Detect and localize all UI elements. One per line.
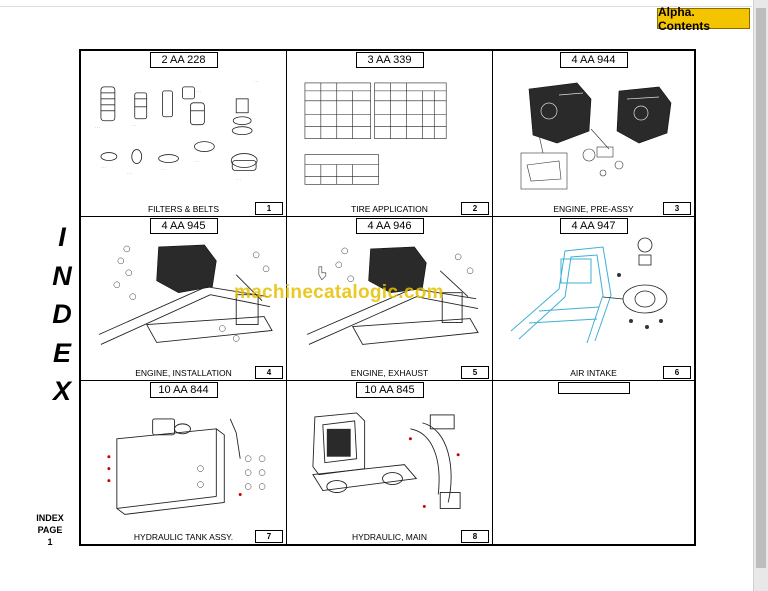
- cell-page-number: 4: [255, 366, 283, 379]
- page-label-line: PAGE: [37, 525, 63, 535]
- air-intake-illustration: [510, 237, 668, 344]
- filters-belts-illustration: · · · · · · · · · · · · · · · · · · · · · · · …: [95, 80, 259, 181]
- part-code: 10 AA 844: [149, 382, 218, 398]
- vertical-scrollbar[interactable]: [753, 0, 768, 591]
- cell-page-number: 8: [461, 530, 489, 543]
- index-cell-tire-application[interactable]: 3 AA 339 TIRE APPLICATION 2: [287, 51, 493, 217]
- index-letter: I: [58, 222, 66, 252]
- cell-caption: ENGINE, EXHAUST: [350, 368, 429, 378]
- index-vertical-title: I N D E X: [46, 218, 78, 411]
- index-cell-engine-pre-assy[interactable]: 4 AA 944 ENGINE, PRE-ASSY 3: [493, 51, 694, 217]
- part-code-empty: [557, 382, 630, 394]
- index-letter: X: [52, 376, 71, 406]
- part-code: 10 AA 845: [355, 382, 424, 398]
- part-code: 4 AA 946: [355, 218, 424, 234]
- part-code: 3 AA 339: [355, 52, 424, 68]
- index-cell-hydraulic-tank-assy[interactable]: 10 AA 844 HYDRAULIC TANK ASSY. 7: [81, 381, 287, 544]
- cell-caption: ENGINE, INSTALLATION: [135, 368, 232, 378]
- index-cell-engine-installation[interactable]: 4 AA 945 ENGINE, INSTALLATION 4: [81, 217, 287, 381]
- index-cell-hydraulic-main[interactable]: 10 AA 845 HYDRAULIC, MAIN 8: [287, 381, 493, 544]
- index-cell-filters-belts[interactable]: 2 AA 228 · · ·· · ·· · ·· · · · · ·· · ·…: [81, 51, 287, 217]
- cell-caption: AIR INTAKE: [570, 368, 617, 378]
- hydraulic-main-illustration: [312, 412, 461, 509]
- svg-text:· · ·: · · ·: [196, 90, 201, 94]
- cell-page-number: 1: [255, 202, 283, 215]
- engine-pre-assy-illustration: [520, 82, 672, 190]
- part-code: 4 AA 944: [559, 52, 628, 68]
- svg-text:· · ·: · · ·: [161, 167, 166, 171]
- engine-exhaust-illustration: [306, 246, 479, 345]
- svg-text:· · ·: · · ·: [95, 126, 100, 130]
- page-label-line: INDEX: [36, 513, 64, 523]
- index-cell-engine-exhaust[interactable]: 4 AA 946 ENGINE, EXHAUST 5: [287, 217, 493, 381]
- svg-text:· · ·: · · ·: [194, 160, 199, 164]
- top-divider: [0, 6, 752, 7]
- cell-page-number: 3: [663, 202, 691, 215]
- alpha-contents-button[interactable]: Alpha. Contents: [657, 5, 750, 33]
- cell-caption: HYDRAULIC, MAIN: [351, 532, 428, 542]
- svg-text:· · ·: · · ·: [127, 171, 132, 175]
- watermark-text: machinecatalogic.com: [234, 282, 444, 303]
- part-code: 4 AA 947: [559, 218, 628, 234]
- engine-installation-illustration: [98, 244, 273, 345]
- tire-application-table-illustration: [304, 82, 447, 185]
- scrollbar-thumb[interactable]: [756, 8, 766, 568]
- page-number: 1: [47, 537, 53, 547]
- svg-text:· · ·: · · ·: [254, 80, 259, 84]
- cell-page-number: 6: [663, 366, 691, 379]
- svg-text:· · ·: · · ·: [101, 165, 106, 169]
- index-page-label: INDEX PAGE 1: [20, 512, 80, 548]
- cell-caption: ENGINE, PRE-ASSY: [553, 204, 634, 214]
- hydraulic-tank-illustration: [107, 418, 266, 515]
- part-code: 2 AA 228: [149, 52, 218, 68]
- index-grid: 2 AA 228 · · ·· · ·· · ·· · · · · ·· · ·…: [79, 49, 696, 546]
- svg-text:· · ·: · · ·: [131, 124, 136, 128]
- index-cell-air-intake[interactable]: 4 AA 947 AIR INTAKE 6: [493, 217, 694, 381]
- cell-page-number: 7: [255, 530, 283, 543]
- index-letter: E: [52, 337, 71, 368]
- cell-page-number: 5: [461, 366, 489, 379]
- index-cell-empty: [493, 381, 694, 544]
- part-code: 4 AA 945: [149, 218, 218, 234]
- svg-text:· · ·: · · ·: [236, 177, 241, 181]
- cell-caption: HYDRAULIC TANK ASSY.: [133, 532, 234, 542]
- index-letter: D: [52, 299, 72, 329]
- cell-caption: FILTERS & BELTS: [147, 204, 219, 214]
- cell-caption: TIRE APPLICATION: [351, 204, 428, 214]
- index-letter: N: [52, 260, 72, 291]
- cell-page-number: 2: [461, 202, 489, 215]
